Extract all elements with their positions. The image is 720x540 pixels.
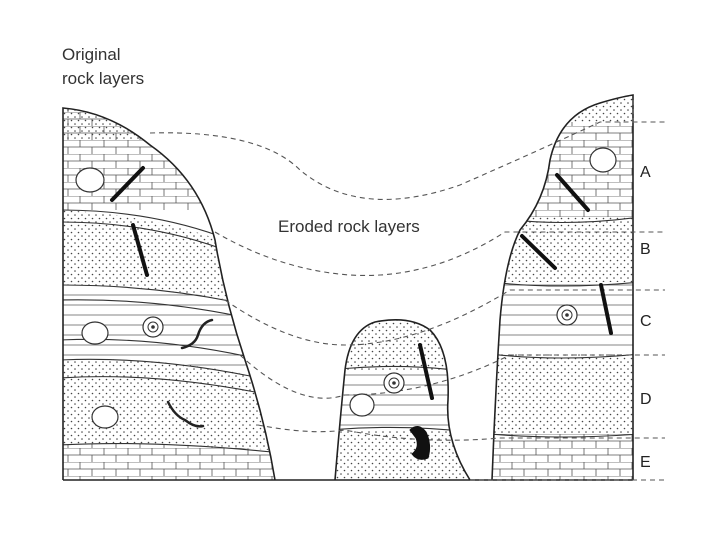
right-rock-column <box>492 95 633 480</box>
layer-label-b: B <box>640 241 651 258</box>
spiral-shell-icon <box>383 372 405 394</box>
pebble-icon <box>349 393 375 417</box>
claw-fossil-icon <box>409 426 431 460</box>
stick-fossil-icon <box>131 223 149 277</box>
stick-fossil-icon <box>418 343 434 400</box>
diagram-title-line2: rock layers <box>62 69 144 88</box>
stick-fossil-icon <box>599 283 613 335</box>
eroded-layers-label: Eroded rock layers <box>278 217 420 236</box>
stick-fossil-icon <box>555 173 590 212</box>
spiral-shell-icon <box>142 316 164 338</box>
middle-column-outline <box>334 319 471 481</box>
stick-fossil-icon <box>110 166 145 202</box>
eroded-layer-lines <box>149 100 665 481</box>
layer-label-d: D <box>640 391 652 408</box>
pebble-icon <box>75 167 105 193</box>
diagram-title-line1: Original <box>62 45 121 64</box>
stick-fossil-icon <box>520 234 557 270</box>
pebble-icon <box>81 321 109 345</box>
pebble-icon <box>589 147 617 173</box>
right-column-outline <box>491 94 634 481</box>
worm-fossil-icon <box>180 318 214 350</box>
left-column-outline <box>62 107 276 481</box>
spiral-shell-icon <box>556 304 578 326</box>
layer-label-a: A <box>640 164 651 181</box>
layer-label-c: C <box>640 313 652 330</box>
layer-label-e: E <box>640 454 651 471</box>
pebble-icon <box>91 405 119 429</box>
left-rock-column <box>63 108 275 480</box>
worm-fossil-icon <box>166 400 205 428</box>
